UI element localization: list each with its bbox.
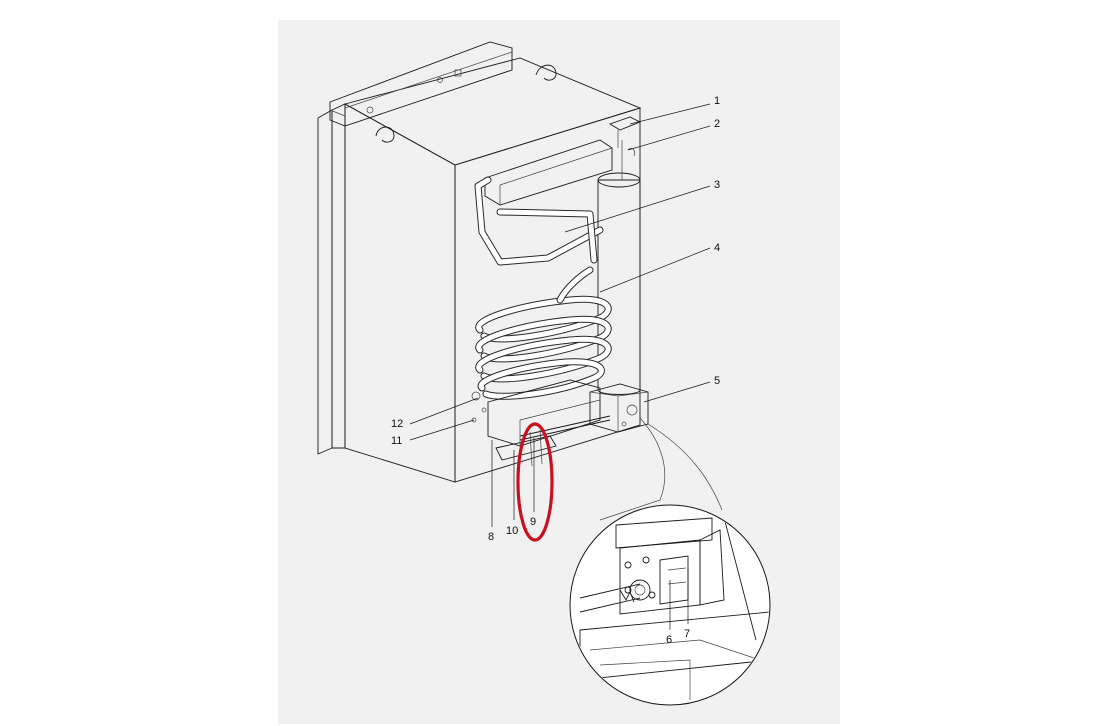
leader-12 <box>409 397 479 425</box>
detail-connector-left <box>599 417 666 521</box>
detail-connector-right <box>647 423 723 511</box>
mount-hook-top <box>535 64 557 81</box>
leader-4 <box>599 247 711 293</box>
cooling-unit <box>471 116 649 467</box>
absorber-coil <box>475 266 612 400</box>
part-labels: 1 2 3 4 5 12 11 8 10 9 6 7 <box>391 95 720 646</box>
leader-5 <box>643 381 711 403</box>
thermocouple-pipe <box>579 583 641 613</box>
leader-3 <box>564 185 711 233</box>
leader-2 <box>627 125 711 151</box>
part-label-12: 12 <box>391 418 403 430</box>
part-label-2: 2 <box>714 118 720 130</box>
part-label-9: 9 <box>530 516 536 528</box>
leader-lines <box>409 103 711 630</box>
part-label-11: 11 <box>391 435 402 447</box>
part-label-5: 5 <box>714 375 720 387</box>
part-label-4: 4 <box>714 242 720 254</box>
part-label-8: 8 <box>488 531 494 543</box>
highlight-ellipse-part-9 <box>516 422 554 542</box>
burner-housing <box>487 379 601 447</box>
part-label-7: 7 <box>684 628 690 640</box>
mount-hook-side <box>375 126 395 143</box>
leader-1 <box>629 103 711 125</box>
cabinet <box>317 41 642 483</box>
part-label-3: 3 <box>714 179 720 191</box>
cabinet-top <box>343 57 642 166</box>
flue-bracket <box>608 116 642 131</box>
condenser-box <box>484 139 613 206</box>
leader-11 <box>409 419 475 441</box>
part-label-10: 10 <box>506 525 518 537</box>
burner-tube <box>519 415 611 441</box>
part-label-6: 6 <box>666 634 672 646</box>
top-frame <box>329 41 513 127</box>
gas-valve-bracket <box>495 435 557 461</box>
part-label-1: 1 <box>714 95 720 107</box>
